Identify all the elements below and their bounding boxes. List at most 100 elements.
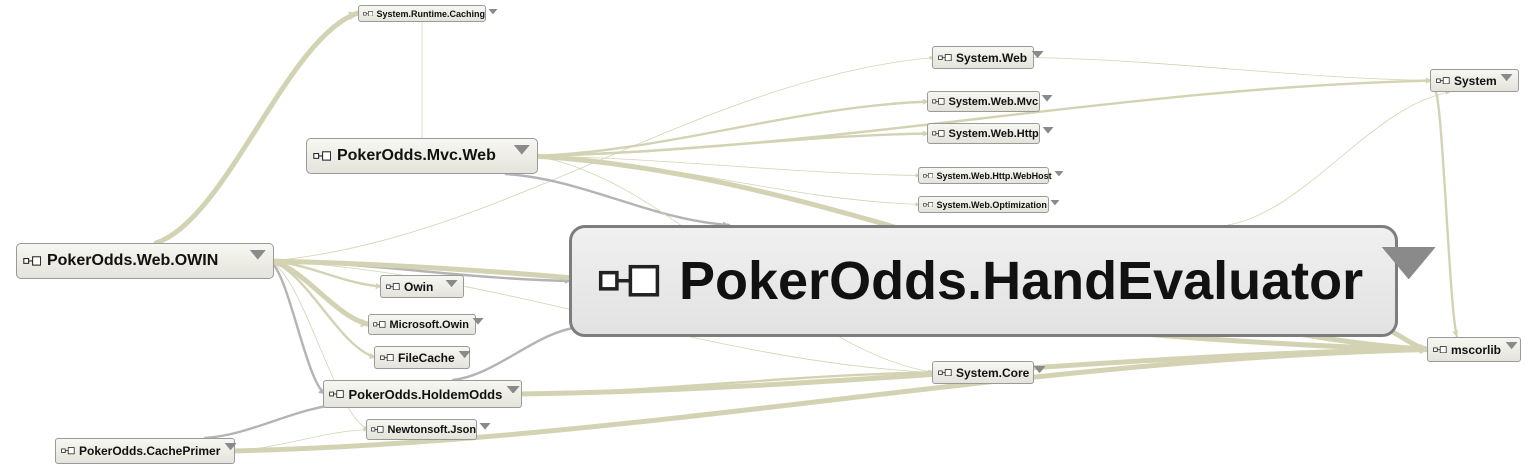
- assembly-icon: [932, 98, 945, 105]
- assembly-icon: [923, 201, 934, 208]
- expand-triangle-icon[interactable]: [1033, 365, 1046, 373]
- assembly-icon: [363, 10, 374, 17]
- edge-arrowhead-13: [922, 130, 929, 137]
- expand-triangle-icon[interactable]: [513, 145, 531, 155]
- edge-arrowhead-28: [1452, 330, 1459, 337]
- edge-cacheprimer-to-newtonsoft: [230, 429, 369, 452]
- node-system-web-http-webhost[interactable]: System.Web.Http.WebHost: [918, 167, 1064, 184]
- node-label: System.Web.Optimization: [936, 199, 1047, 210]
- node-system-core[interactable]: System.Core: [932, 361, 1046, 384]
- edge-mvcweb-to-mvc: [532, 100, 931, 158]
- node-label: System: [1453, 73, 1497, 88]
- assembly-icon: [23, 256, 42, 266]
- edge-arrowhead-3: [360, 318, 370, 328]
- edge-handeval-to-system: [1227, 91, 1451, 226]
- node-label: mscorlib: [1450, 342, 1501, 357]
- edge-cacheprimer-to-holdem: [203, 402, 345, 440]
- node-filecache[interactable]: FileCache: [374, 346, 471, 369]
- expand-triangle-icon[interactable]: [1031, 50, 1044, 58]
- node-newtonsoft-json[interactable]: Newtonsoft.Json: [366, 419, 491, 440]
- node-label: PokerOdds.CachePrimer: [78, 444, 221, 458]
- node-label: System.Web.Mvc: [948, 95, 1039, 108]
- node-label: System.Web.Http: [948, 127, 1039, 140]
- node-pokerodds-handevaluator[interactable]: PokerOdds.HandEvaluator: [569, 225, 1437, 337]
- node-label: Owin: [403, 279, 434, 294]
- assembly-icon: [1433, 345, 1447, 354]
- node-system-runtime-caching[interactable]: System.Runtime.Caching: [358, 5, 498, 22]
- node-label: PokerOdds.Web.OWIN: [46, 252, 219, 269]
- node-system-web-http[interactable]: System.Web.Http: [927, 123, 1054, 144]
- expand-triangle-icon[interactable]: [224, 443, 237, 451]
- expand-triangle-icon[interactable]: [445, 279, 458, 287]
- expand-triangle-icon[interactable]: [1054, 170, 1064, 177]
- assembly-icon: [932, 130, 945, 137]
- expand-triangle-icon[interactable]: [488, 8, 498, 15]
- edge-arrowhead-14: [915, 173, 920, 178]
- node-label: Newtonsoft.Json: [387, 423, 477, 436]
- node-pokerodds-holdemodds[interactable]: PokerOdds.HoldemOdds: [323, 380, 522, 408]
- edge-arrowhead-12: [922, 98, 929, 105]
- node-label: System.Runtime.Caching: [376, 8, 486, 19]
- edge-sysweb-to-system: [1029, 57, 1433, 81]
- node-owin[interactable]: Owin: [380, 275, 464, 298]
- expand-triangle-icon[interactable]: [1049, 199, 1060, 206]
- edge-mvcweb-to-webhost: [533, 155, 921, 176]
- expand-triangle-icon[interactable]: [249, 250, 267, 260]
- edge-cacheprimer-to-mscorlib: [228, 347, 1432, 454]
- edge-arrowhead-1: [929, 55, 934, 61]
- node-mscorlib[interactable]: mscorlib: [1427, 337, 1521, 362]
- node-microsoft-owin[interactable]: Microsoft.Owin: [368, 314, 484, 335]
- edge-owinweb-to-newtonsoft: [269, 260, 369, 430]
- assembly-icon: [313, 151, 332, 161]
- edge-mvcweb-to-handeval: [504, 172, 731, 227]
- edge-system-to-mscorlib: [1434, 90, 1459, 339]
- expand-triangle-icon[interactable]: [1379, 247, 1438, 280]
- node-pokerodds-cacheprimer[interactable]: PokerOdds.CachePrimer: [55, 438, 237, 464]
- edge-arrowhead-2: [375, 283, 382, 290]
- expand-triangle-icon[interactable]: [458, 350, 471, 358]
- edge-holdem-to-syscore: [516, 371, 936, 396]
- assembly-icon: [380, 353, 394, 362]
- expand-triangle-icon[interactable]: [472, 318, 484, 325]
- node-label: PokerOdds.HandEvaluator: [678, 251, 1364, 311]
- edge-arrowhead-26: [363, 427, 368, 432]
- edge-owinweb-to-caching: [153, 10, 361, 246]
- assembly-icon: [938, 53, 952, 62]
- assembly-icon: [1436, 76, 1450, 85]
- expand-triangle-icon[interactable]: [1042, 127, 1054, 134]
- edge-arrowhead-25: [1419, 345, 1429, 355]
- node-label: FileCache: [397, 350, 455, 365]
- edge-owinweb-to-sysweb: [269, 57, 935, 262]
- edge-owinweb-to-filecache: [268, 259, 378, 359]
- node-system-web[interactable]: System.Web: [932, 46, 1044, 69]
- node-label: System.Core: [955, 365, 1030, 380]
- assembly-icon: [329, 390, 344, 398]
- node-system-web-mvc[interactable]: System.Web.Mvc: [927, 91, 1053, 112]
- assembly-icon: [938, 368, 952, 377]
- assembly-icon: [373, 321, 386, 328]
- edge-arrowhead-27: [1427, 78, 1432, 83]
- expand-triangle-icon[interactable]: [1500, 73, 1513, 81]
- node-label: PokerOdds.HoldemOdds: [348, 386, 503, 402]
- node-label: Microsoft.Owin: [389, 318, 469, 331]
- node-label: PokerOdds.Mvc.Web: [336, 147, 496, 164]
- expand-triangle-icon[interactable]: [1041, 95, 1053, 102]
- node-pokerodds-mvc-web[interactable]: PokerOdds.Mvc.Web: [306, 138, 538, 174]
- edge-arrowhead-0: [348, 11, 358, 20]
- edge-arrowhead-15: [915, 202, 920, 207]
- assembly-icon: [371, 426, 384, 433]
- node-system[interactable]: System: [1430, 69, 1519, 92]
- assembly-icon: [598, 264, 660, 297]
- node-pokerodds-web-owin[interactable]: PokerOdds.Web.OWIN: [16, 243, 274, 279]
- expand-triangle-icon[interactable]: [1505, 342, 1518, 350]
- edge-owinweb-to-holdem: [268, 259, 327, 396]
- assembly-icon: [923, 172, 934, 179]
- expand-triangle-icon[interactable]: [506, 385, 520, 394]
- assembly-icon: [61, 447, 75, 455]
- edge-holdem-to-handeval: [451, 325, 581, 382]
- assembly-icon: [386, 282, 400, 291]
- node-label: System.Web: [955, 50, 1028, 65]
- expand-triangle-icon[interactable]: [479, 423, 491, 430]
- node-label: System.Web.Http.WebHost: [936, 170, 1052, 181]
- node-system-web-optimization[interactable]: System.Web.Optimization: [918, 196, 1059, 213]
